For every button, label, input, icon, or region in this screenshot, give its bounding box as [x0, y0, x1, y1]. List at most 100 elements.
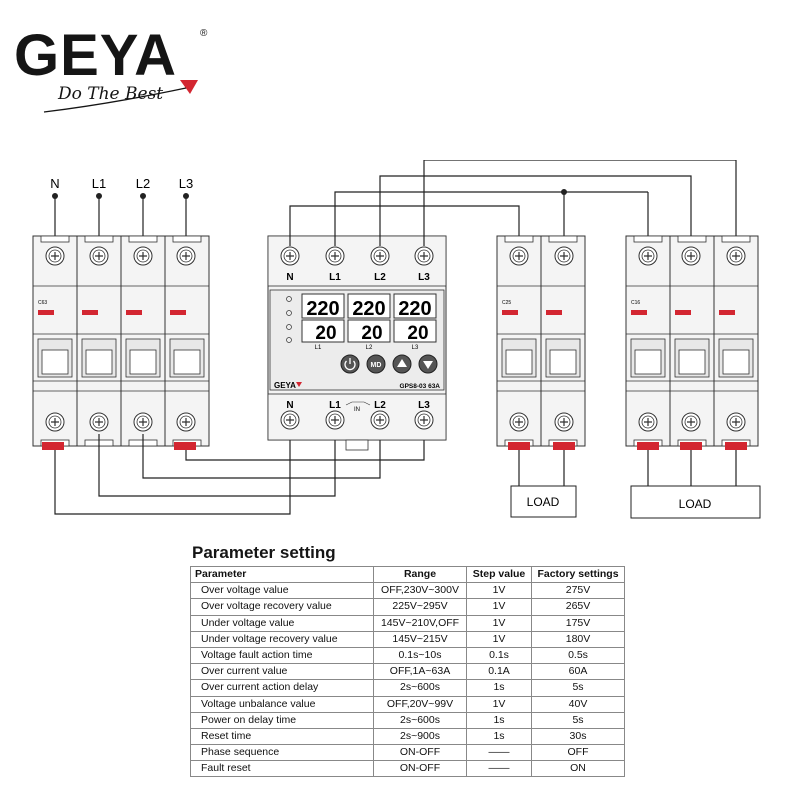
md-button[interactable]	[366, 354, 386, 374]
column-header: Factory settings	[531, 565, 625, 584]
brand-slogan: Do The Best	[58, 84, 164, 104]
protector-bottom-l2: L2	[374, 400, 386, 411]
table-cell: 0.5s	[531, 646, 625, 665]
phase-label-l1: L1	[315, 345, 322, 351]
table-cell: 275V	[531, 582, 625, 600]
table-cell: 145V~210V,OFF	[373, 614, 467, 632]
table-cell: 0.1s~10s	[373, 646, 467, 665]
table-cell: 2s~600s	[373, 679, 467, 697]
protector-logo: GEYA	[274, 381, 296, 390]
table-cell: 40V	[531, 695, 625, 713]
table-cell: 145V~215V	[373, 630, 467, 648]
protector-model: GPS8-03 63A	[400, 383, 441, 390]
table-cell: ——	[466, 760, 532, 778]
table-cell: ON	[531, 760, 625, 778]
down-arrow-icon	[423, 361, 433, 369]
main-breaker-4p: C63	[32, 235, 210, 450]
table-cell: ON-OFF	[373, 744, 467, 762]
protector-top-l2: L2	[374, 272, 386, 283]
supply-label-l2: L2	[136, 176, 150, 191]
voltage-display-l1: 220	[306, 298, 339, 320]
supply-label-n: N	[50, 176, 59, 191]
voltage-display-l3: 220	[398, 298, 431, 320]
table-cell: Power on delay time	[190, 711, 374, 729]
parameter-title: Parameter setting	[192, 543, 336, 562]
current-display-l1: 20	[315, 323, 336, 344]
table-header-row: Parameter Range Step value Factory setti…	[190, 565, 625, 584]
table-cell: 1V	[466, 582, 532, 600]
main-breaker-label: C63	[38, 300, 47, 306]
table-cell: Under voltage recovery value	[190, 630, 374, 648]
table-cell: 30s	[531, 727, 625, 746]
column-header: Range	[373, 565, 467, 584]
current-display-l3: 20	[407, 323, 428, 344]
table-cell: 225V~295V	[373, 598, 467, 616]
table-cell: OFF	[531, 744, 625, 762]
table-cell: 1V	[466, 630, 532, 648]
protector-bottom-n: N	[286, 400, 293, 411]
table-cell: 60A	[531, 663, 625, 681]
load-breaker-3p: C16	[625, 235, 759, 450]
load-label-2: LOAD	[679, 497, 712, 511]
table-cell: 2s~900s	[373, 727, 467, 746]
voltage-protector: N L1 L2 L3 N L1 L2 L3 IN 220 220 220 20 …	[267, 235, 447, 451]
c16-breaker-label: C16	[631, 300, 640, 306]
table-cell: 5s	[531, 711, 625, 729]
table-cell: 180V	[531, 630, 625, 648]
table-cell: Under voltage value	[190, 614, 374, 632]
load-breaker-2p: C25	[496, 235, 586, 450]
table-cell: Reset time	[190, 727, 374, 746]
load-label-1: LOAD	[527, 495, 560, 509]
table-cell: OFF,1A~63A	[373, 663, 467, 681]
table-cell: 0.1s	[466, 646, 532, 665]
table-cell: 1s	[466, 727, 532, 746]
c25-breaker-label: C25	[502, 300, 511, 306]
table-cell: 1V	[466, 614, 532, 632]
table-cell: 265V	[531, 598, 625, 616]
column-header: Step value	[466, 565, 532, 584]
table-cell: Over current value	[190, 663, 374, 681]
table-cell: Voltage fault action time	[190, 646, 374, 665]
table-cell: Over current action delay	[190, 679, 374, 697]
column-header: Parameter	[190, 565, 374, 584]
table-cell: ——	[466, 744, 532, 762]
protector-bottom-l1: L1	[329, 400, 341, 411]
table-cell: Over voltage value	[190, 582, 374, 600]
table-cell: Phase sequence	[190, 744, 374, 762]
table-cell: 5s	[531, 679, 625, 697]
md-button-label: MD	[371, 362, 382, 369]
table-cell: 0.1A	[466, 663, 532, 681]
table-cell: 1V	[466, 598, 532, 616]
registered-mark: ®	[200, 28, 208, 39]
brand-swoosh-icon	[43, 80, 198, 113]
table-cell: Fault reset	[190, 760, 374, 778]
current-display-l2: 20	[361, 323, 382, 344]
phase-label-l2: L2	[366, 345, 373, 351]
in-mark: IN	[354, 407, 360, 413]
table-cell: Over voltage recovery value	[190, 598, 374, 616]
table-cell: ON-OFF	[373, 760, 467, 778]
load-box-2	[630, 485, 761, 519]
up-arrow-icon	[397, 359, 407, 367]
table-cell: Voltage unbalance value	[190, 695, 374, 713]
protector-top-l3: L3	[418, 272, 430, 283]
supply-label-l3: L3	[179, 176, 193, 191]
parameter-table: Parameter Range Step value Factory setti…	[190, 565, 625, 778]
phase-label-l3: L3	[412, 345, 419, 351]
protector-top-n: N	[286, 272, 293, 283]
table-cell: OFF,230V~300V	[373, 582, 467, 600]
table-cell: 1s	[466, 679, 532, 697]
table-cell: 1s	[466, 711, 532, 729]
table-cell: 175V	[531, 614, 625, 632]
